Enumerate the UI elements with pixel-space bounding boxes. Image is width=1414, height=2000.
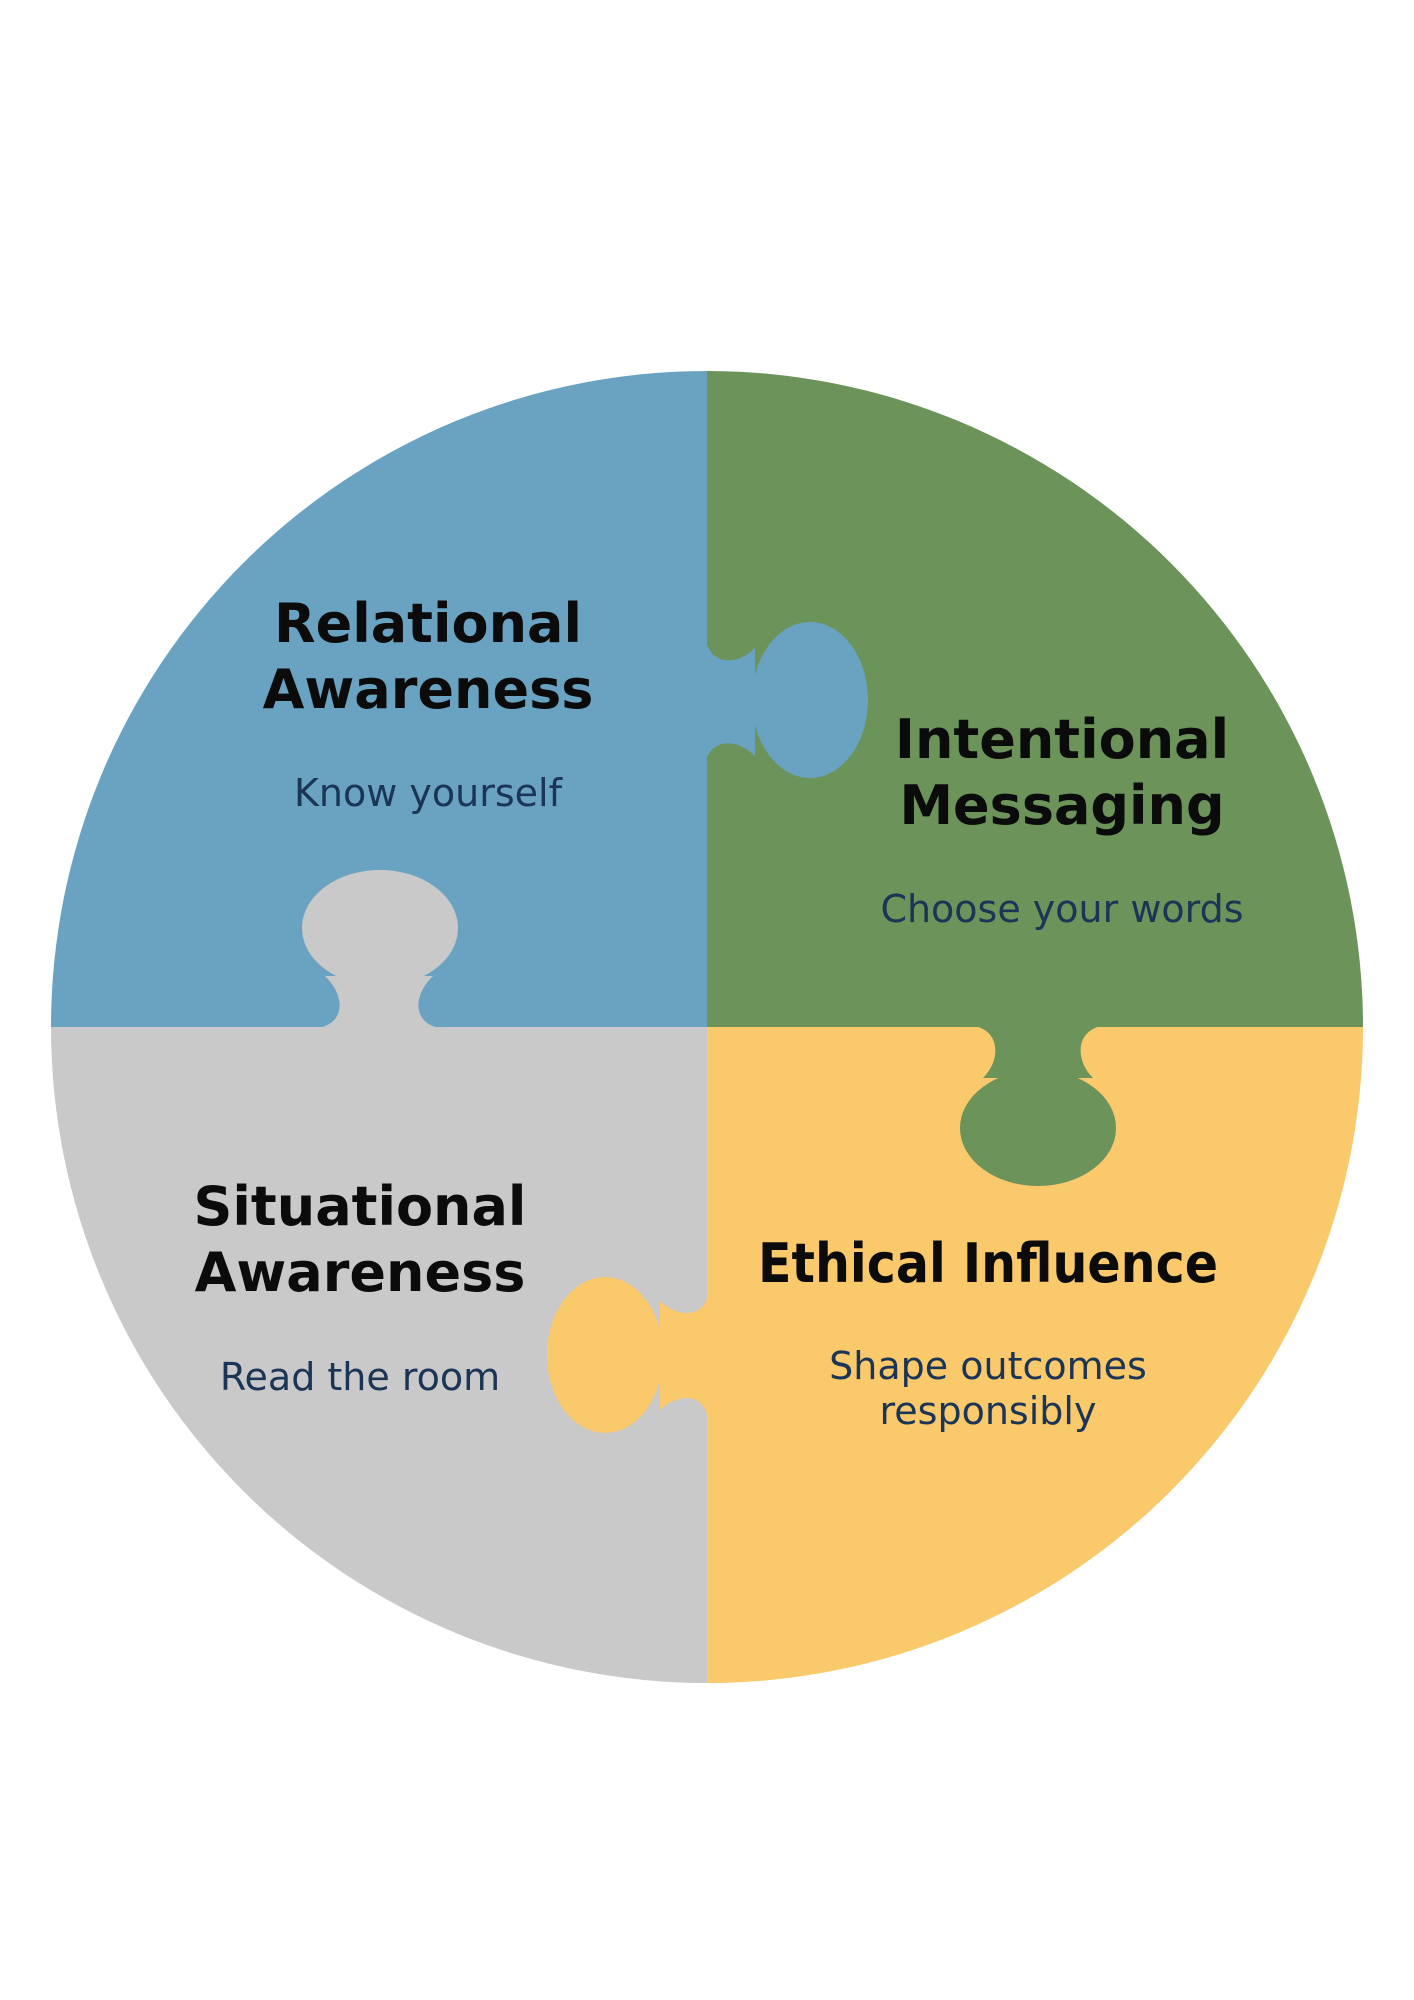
- relational-title-line2: Awareness: [263, 658, 594, 721]
- intentional-title-line2: Messaging: [899, 774, 1224, 837]
- ethical-subtitle-line1: Shape outcomes: [829, 1344, 1147, 1388]
- relational-title-line1: Relational: [274, 592, 582, 655]
- intentional-subtitle: Choose your words: [880, 887, 1243, 931]
- relational-subtitle: Know yourself: [294, 771, 564, 815]
- knob-intentional-to-ethical: [960, 1025, 1116, 1186]
- situational-subtitle: Read the room: [220, 1355, 500, 1399]
- knob-relational-to-intentional: [705, 622, 868, 778]
- situational-title-line2: Awareness: [195, 1241, 526, 1304]
- ethical-subtitle-line2: responsibly: [880, 1389, 1097, 1433]
- ethical-title: Ethical Influence: [758, 1232, 1218, 1295]
- knob-ethical-to-situational: [547, 1277, 709, 1433]
- situational-title-line1: Situational: [194, 1175, 527, 1238]
- knob-situational-to-relational: [302, 870, 458, 1029]
- intentional-title-line1: Intentional: [895, 708, 1229, 771]
